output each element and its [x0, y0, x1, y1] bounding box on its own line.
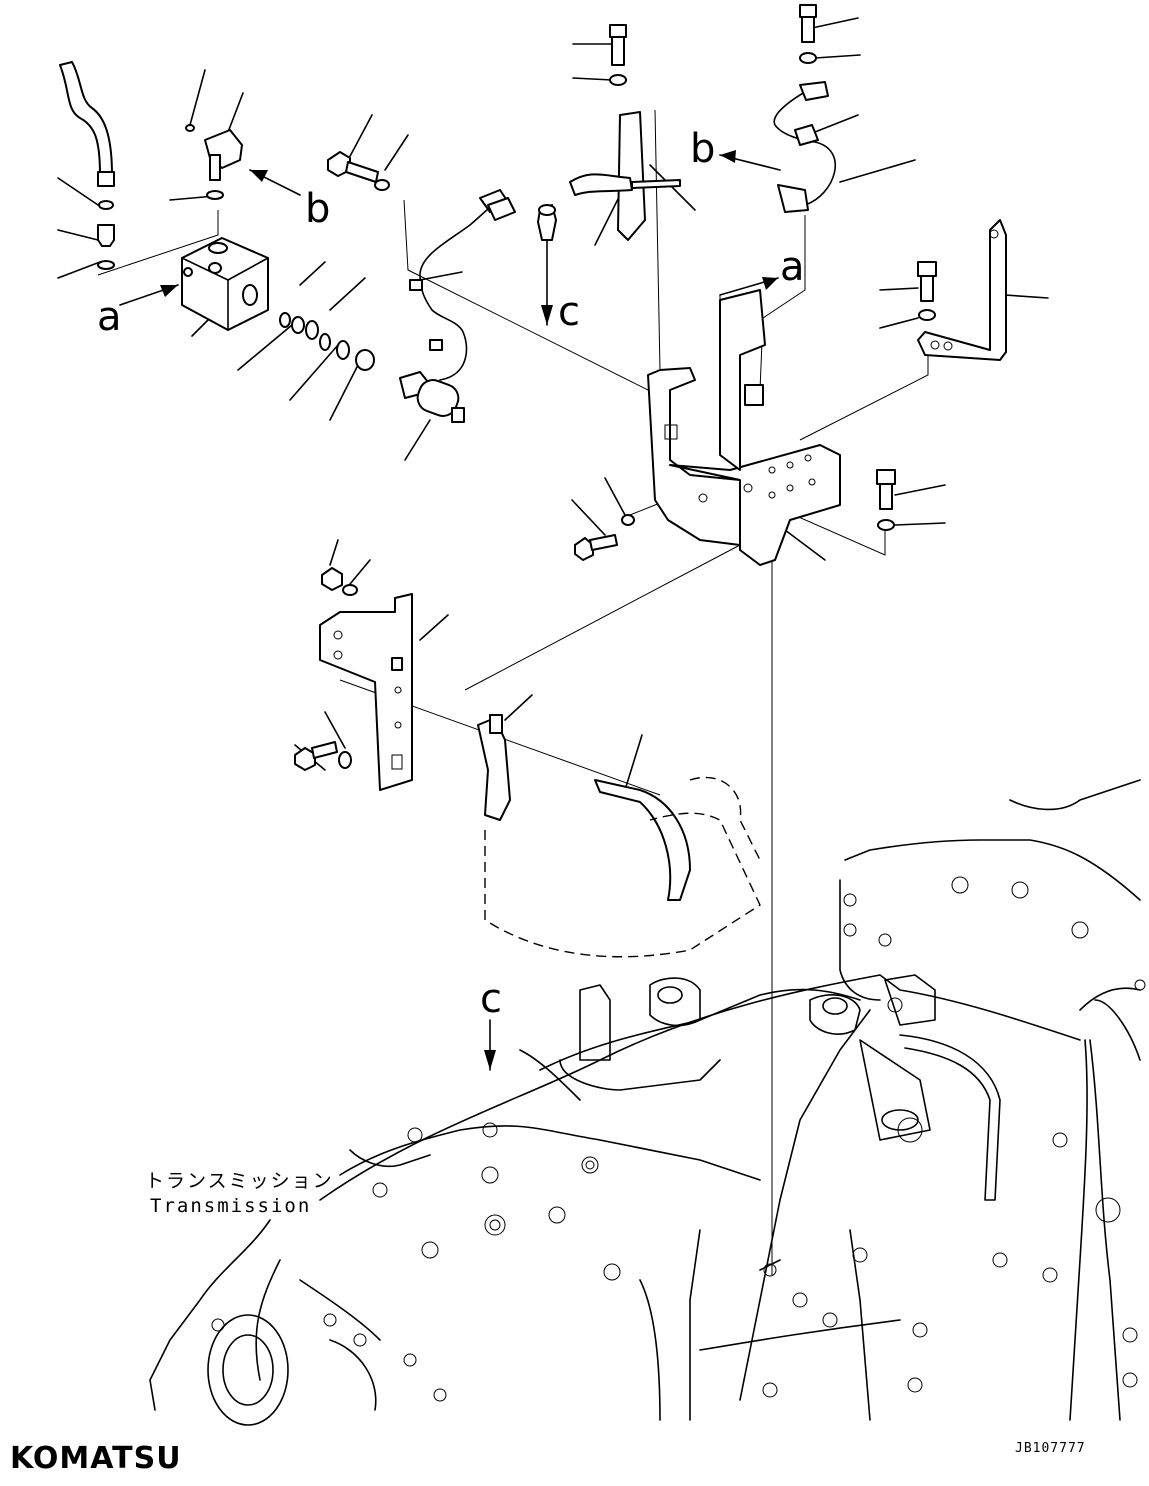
main-bracket: [647, 289, 841, 566]
callout-arrows: [119, 150, 781, 1071]
o-rings: [279, 312, 375, 371]
valve-block: [181, 124, 269, 331]
l-bracket: [917, 219, 1007, 361]
transmission-label-en: Transmission: [150, 1195, 311, 1217]
pressure-switch: [399, 189, 516, 423]
hose-assembly-left: [59, 61, 115, 270]
hose-clamp: [477, 714, 691, 901]
transmission-housing: [149, 779, 1141, 1426]
hose-assembly-center: [537, 24, 681, 241]
callout-a-right: a: [780, 244, 805, 290]
transmission-label-jp: トランスミッション: [145, 1170, 334, 1192]
lower-bracket: [294, 567, 413, 791]
bolt-top-left: [327, 151, 390, 191]
bolts-right: [574, 261, 937, 561]
callout-c-top: c: [558, 289, 580, 335]
callout-a-left: a: [97, 294, 122, 340]
tube-assembly-right: [773, 4, 836, 213]
leader-lines: [57, 17, 1049, 791]
callout-c-bottom: c: [480, 976, 502, 1022]
callout-b-left: b: [305, 186, 330, 232]
drawing-code: JB107777: [1015, 1441, 1086, 1456]
transmission-bolts: [211, 876, 1146, 1402]
brand-logo: KOMATSU: [10, 1441, 182, 1476]
callout-b-right: b: [690, 126, 715, 172]
pipe-outline-dashed: [484, 776, 761, 958]
